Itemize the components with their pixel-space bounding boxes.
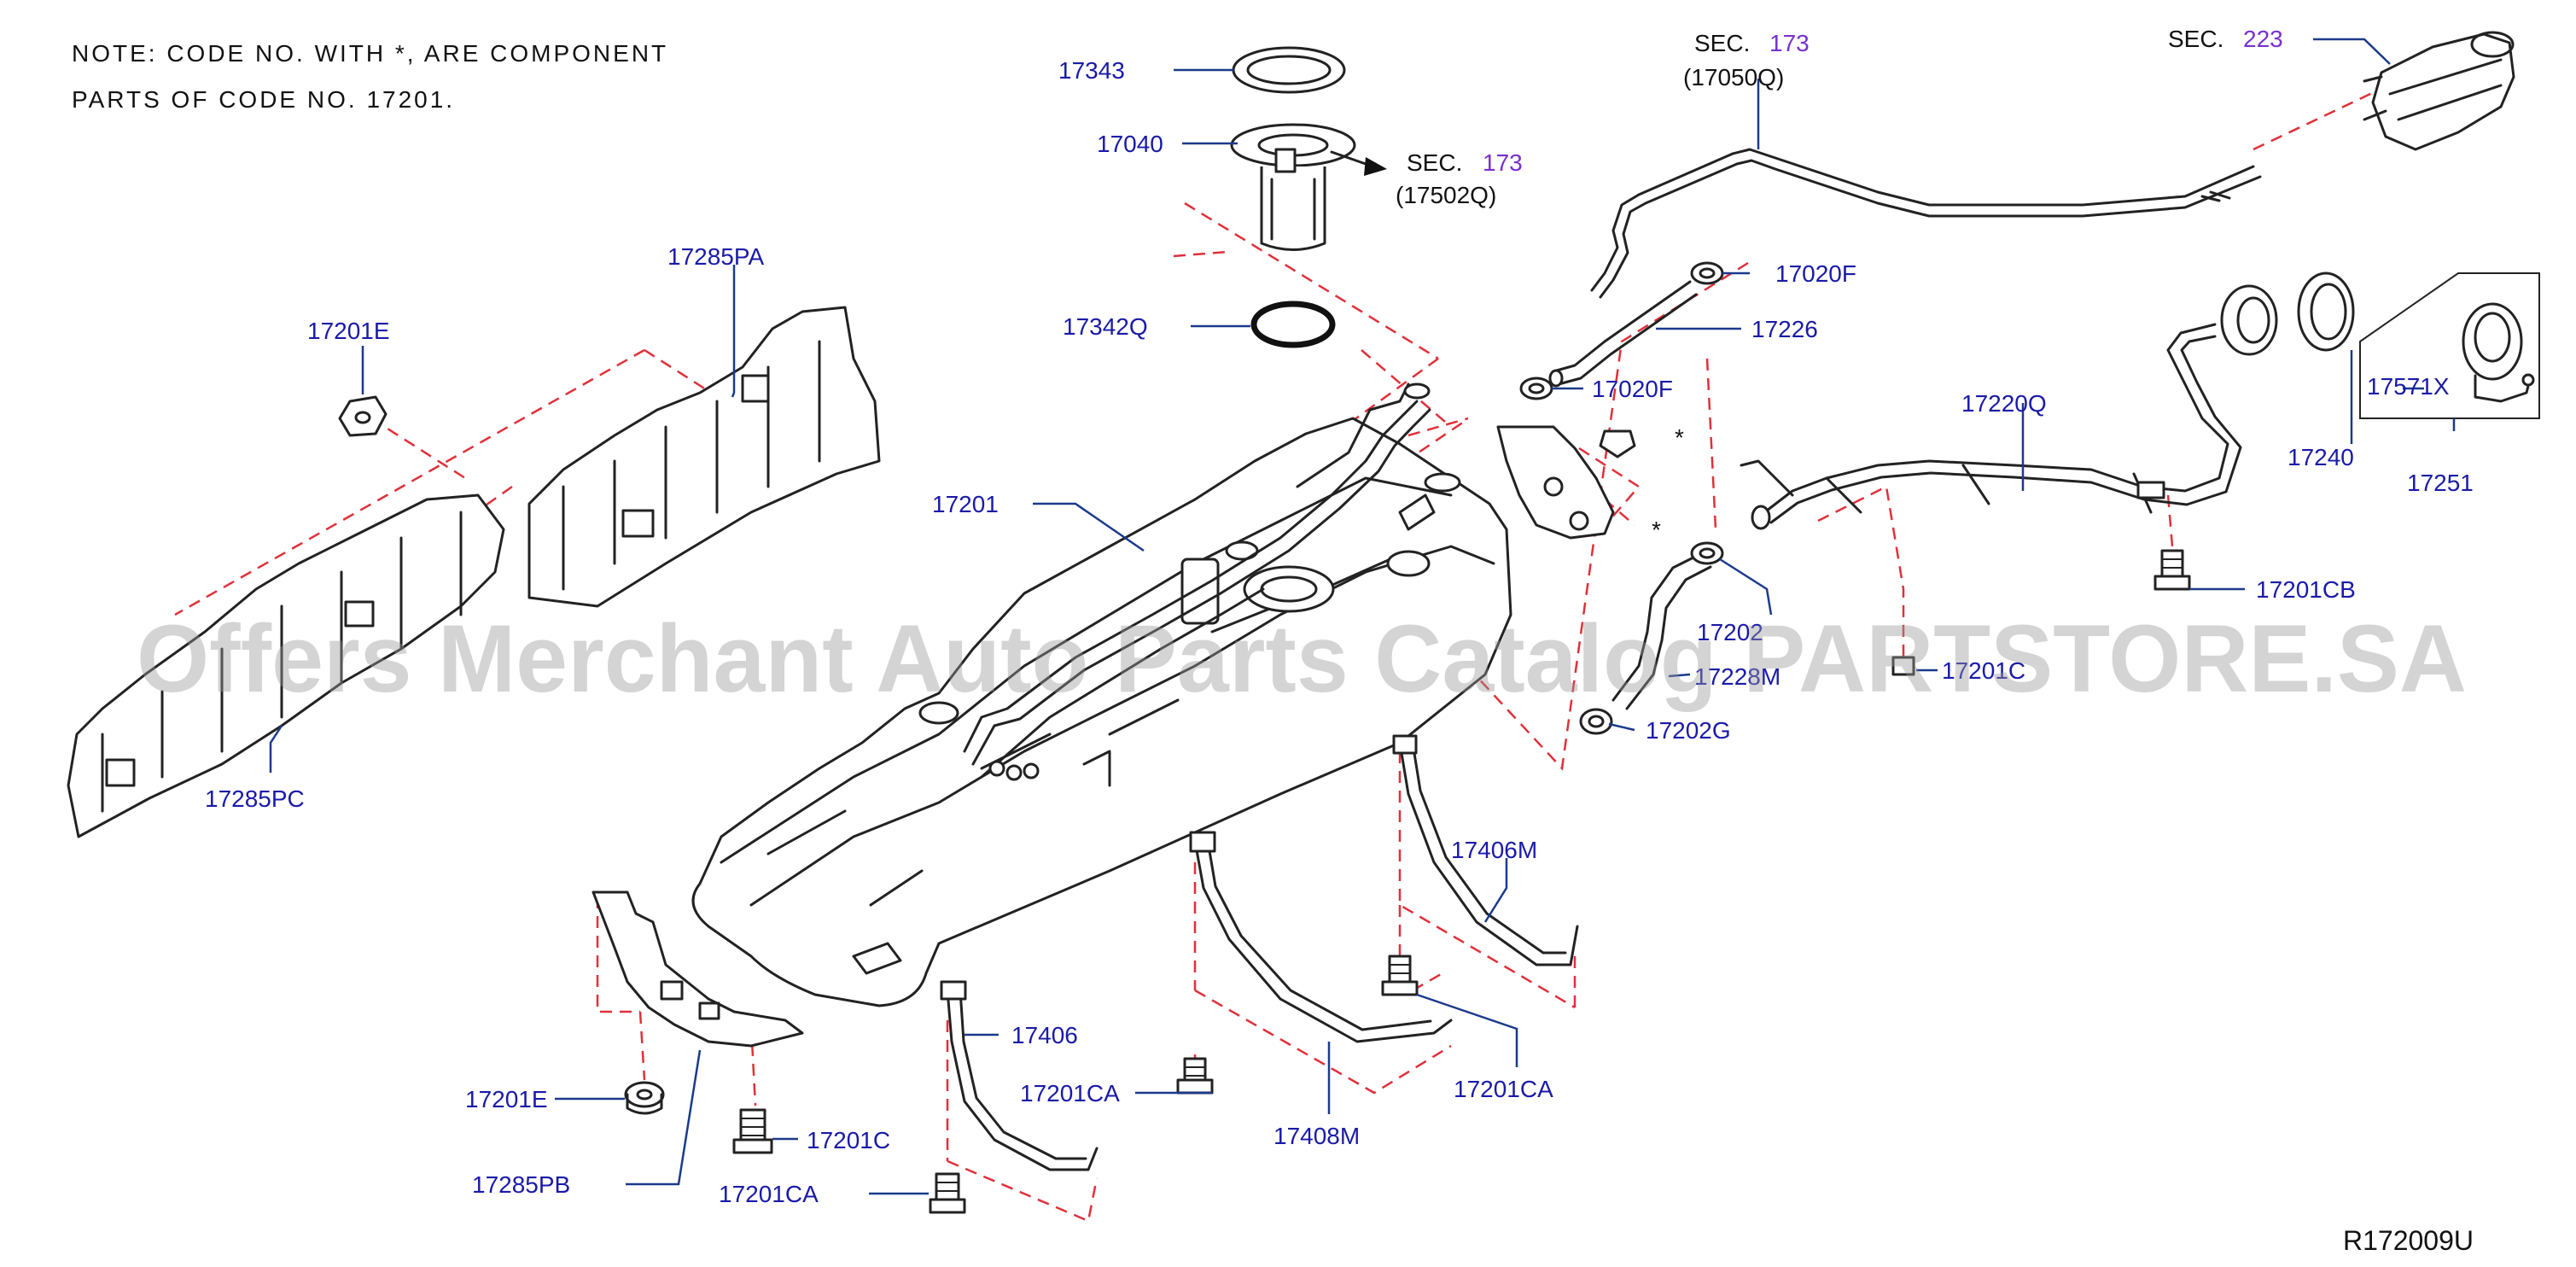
fuel-pump-lock-ring (1232, 46, 1346, 94)
label-17020f-mid[interactable]: 17020F (1592, 376, 1673, 402)
label-17201ca-mid[interactable]: 17201CA (1020, 1080, 1120, 1106)
filler-neck-housing (2220, 284, 2278, 356)
clip-asterisk-upper (1599, 429, 1636, 458)
sec-173-top-sub: (17050Q) (1683, 64, 1784, 90)
label-17201ca-bottom[interactable]: 17201CA (719, 1181, 819, 1207)
label-17040[interactable]: 17040 (1097, 131, 1163, 157)
fuel-tank (691, 382, 1512, 1007)
sec-word-173-mid: SEC. (1407, 149, 1462, 176)
nut-17201e-bottom (624, 1081, 665, 1115)
label-17285pa[interactable]: 17285PA (667, 243, 764, 270)
sec-223[interactable]: 223 (2243, 26, 2283, 52)
bolt-17201c-right (1891, 656, 1915, 676)
bolt-17201ca-bottom (929, 1172, 966, 1214)
diagram-reference-code: R172009U (2343, 1225, 2474, 1256)
sec-word-223: SEC. (2168, 26, 2223, 52)
sec-173-mid-sub: (17502Q) (1396, 182, 1496, 208)
label-17251[interactable]: 17251 (2407, 470, 2474, 496)
clamp-17020f-mid (1519, 377, 1553, 400)
label-17201[interactable]: 17201 (932, 491, 999, 517)
strap-17406 (940, 980, 1099, 1171)
strap-17408m (1189, 831, 1453, 1043)
label-17201c-bottom[interactable]: 17201C (807, 1127, 890, 1153)
label-17201c-right[interactable]: 17201C (1942, 657, 2025, 684)
fuel-pump-o-ring (1250, 301, 1336, 348)
fuel-cap-17571x (2462, 302, 2535, 403)
label-17020f-top[interactable]: 17020F (1775, 260, 1856, 287)
fuel-cap-17251-frame (2359, 272, 2540, 419)
sec-word-173-top: SEC. (1694, 30, 1750, 56)
sec-173-top[interactable]: 173 (1769, 30, 1810, 56)
watermark-text: Offers Merchant Auto Parts Catalog PARTS… (137, 605, 2467, 712)
label-17285pc[interactable]: 17285PC (205, 785, 305, 812)
label-17406[interactable]: 17406 (1011, 1022, 1078, 1048)
label-17571x[interactable]: 17571X (2367, 373, 2450, 400)
fuel-pump-assembly (1230, 123, 1387, 251)
bolt-17201ca-mid (1176, 1057, 1214, 1095)
label-17201ca-right[interactable]: 17201CA (1454, 1076, 1553, 1102)
label-17285pb[interactable]: 17285PB (472, 1171, 570, 1198)
label-17202g[interactable]: 17202G (1646, 717, 1731, 744)
label-17406m[interactable]: 17406M (1451, 837, 1537, 863)
nut-17201e-top (338, 395, 388, 437)
asterisk-lower: * (1652, 517, 1661, 543)
label-17220q[interactable]: 17220Q (1961, 390, 2047, 417)
label-17342q[interactable]: 17342Q (1063, 313, 1148, 340)
bracket-17228m-component (1496, 425, 1615, 540)
clamp-17020f-top (1690, 261, 1724, 285)
label-17240[interactable]: 17240 (2288, 444, 2354, 470)
heat-shield-17285pb (592, 890, 804, 1048)
heat-shield-17285pc (67, 493, 505, 838)
leader-lines (269, 38, 2456, 1195)
label-17202-partial[interactable]: 17202 (1697, 619, 1763, 645)
strap-17406m (1392, 734, 1579, 966)
heat-shield-17285pa (527, 306, 881, 608)
label-17201e-bottom[interactable]: 17201E (465, 1086, 548, 1112)
label-17226[interactable]: 17226 (1751, 316, 1818, 342)
clamp-17202g-top (1690, 541, 1724, 565)
bolt-17201ca-right (1381, 955, 1419, 996)
clamp-17202g (1579, 708, 1613, 735)
bolt-17201cb (2153, 549, 2191, 591)
sec-173-mid[interactable]: 173 (1483, 149, 1523, 176)
note-line-2: PARTS OF CODE NO. 17201. (72, 86, 455, 113)
hose-17228m (1611, 553, 1712, 710)
asterisk-upper: * (1675, 424, 1684, 451)
assembly-lines (174, 71, 2416, 1223)
label-17343[interactable]: 17343 (1058, 57, 1125, 84)
note-line-1: NOTE: CODE NO. WITH *, ARE COMPONENT (72, 40, 668, 67)
bolt-17201c-bottom (732, 1108, 773, 1154)
hose-17226 (1548, 280, 1698, 388)
label-17408m[interactable]: 17408M (1273, 1123, 1360, 1149)
evap-canister (2363, 31, 2515, 151)
evap-tube-17050q (1590, 148, 2262, 299)
filler-gasket-17240 (2297, 272, 2355, 352)
label-17228m-partial[interactable]: 17228M (1694, 663, 1780, 690)
label-17201cb[interactable]: 17201CB (2256, 576, 2356, 603)
label-17201e-top[interactable]: 17201E (307, 318, 390, 344)
filler-pipe-17220q (1740, 323, 2242, 530)
